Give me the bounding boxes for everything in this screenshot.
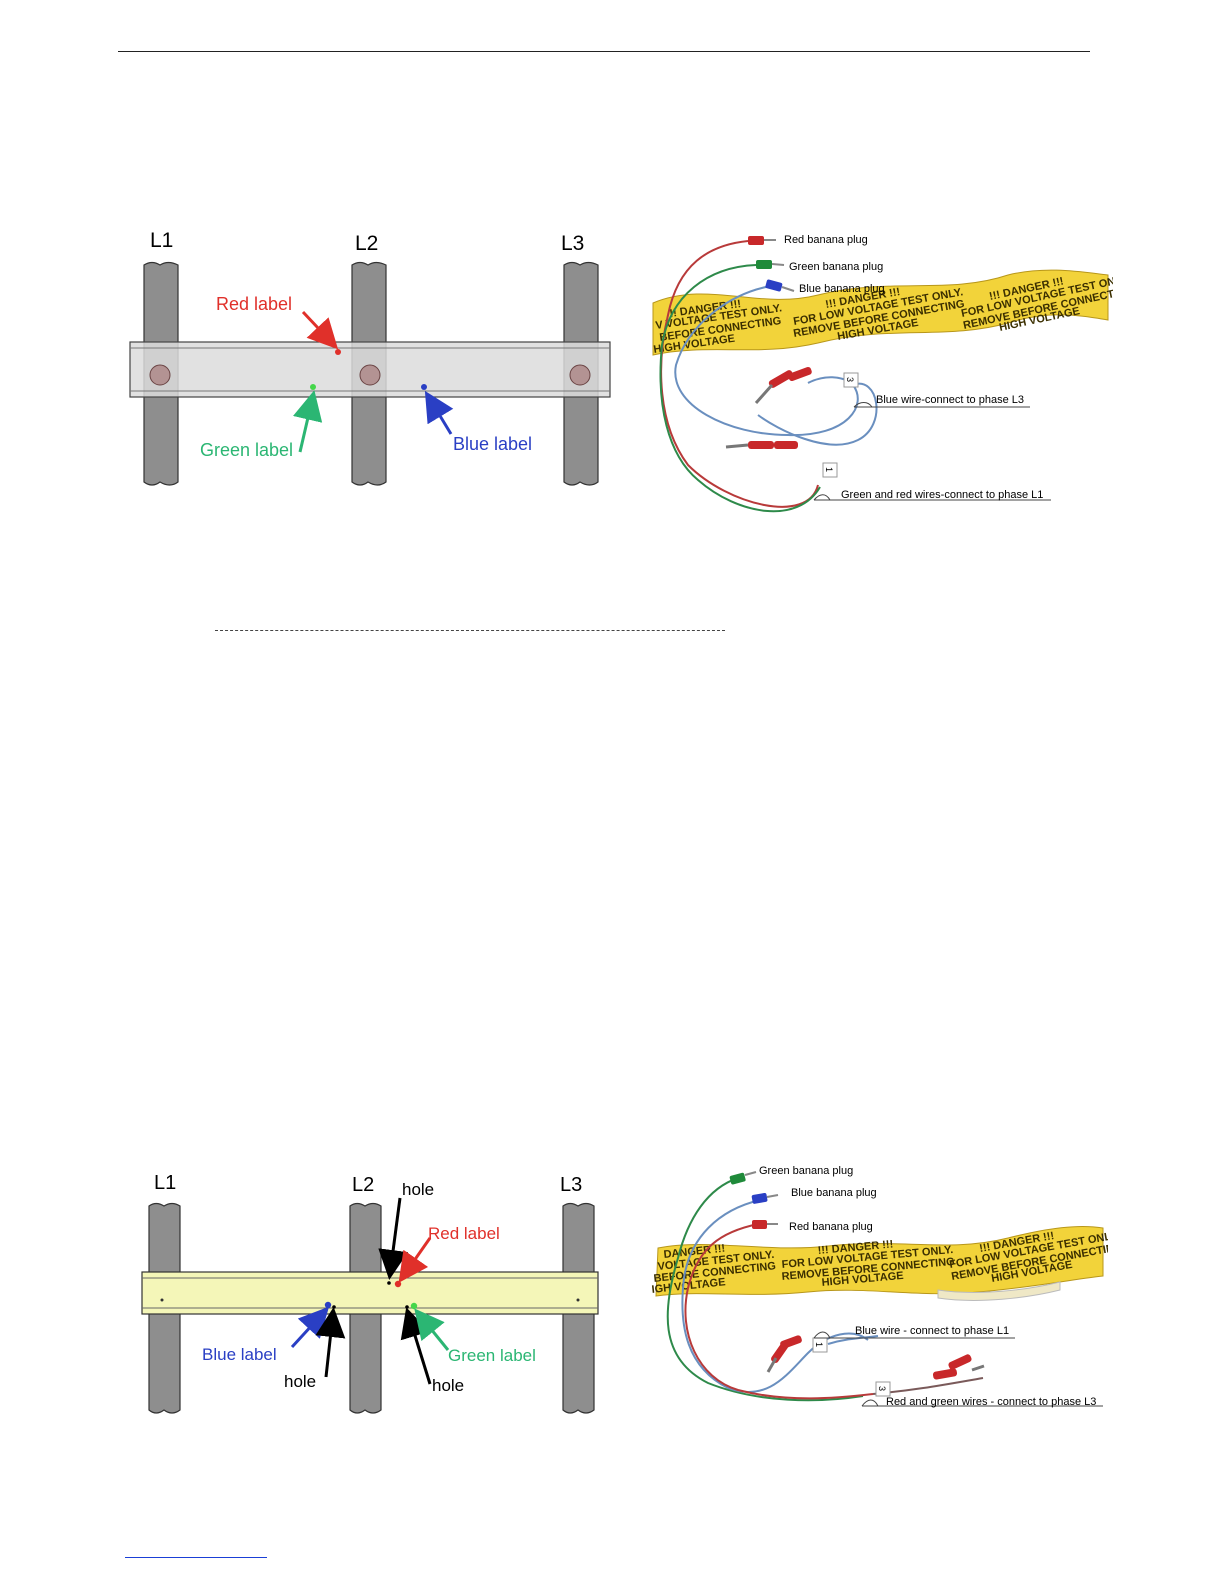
green-banana-plug-icon — [756, 260, 772, 269]
green-arrow — [292, 390, 323, 453]
blue-arrow — [424, 390, 454, 435]
alligator-clip-icon — [766, 1335, 802, 1373]
red-banana-plug-icon — [748, 236, 764, 245]
hole-label: hole — [432, 1376, 464, 1395]
wire-tag — [843, 372, 859, 388]
blue-banana-plug-icon — [765, 279, 783, 292]
phase-diagram-2: L1 L2 L3 hole Red label Blue label hole … — [141, 1172, 599, 1414]
phase-label-l1: L1 — [154, 1172, 176, 1194]
green-arrow — [414, 1308, 450, 1351]
alligator-clip-icon — [754, 366, 812, 404]
phase-diagram-1: L1 L2 L3 Red label Green label Blue labe… — [129, 229, 611, 486]
hole-dot — [387, 1281, 391, 1285]
hole-arrow — [400, 1307, 432, 1385]
phase-label-l2: L2 — [355, 232, 378, 255]
callout-green-plug: Green banana plug — [789, 261, 883, 273]
callout-red-green-wires: Red and green wires - connect to phase L… — [886, 1396, 1096, 1408]
hole-arrow — [315, 1307, 346, 1378]
footnote-rule — [125, 1557, 267, 1558]
green-label-text: Green label — [448, 1346, 536, 1365]
bolt-icon — [149, 364, 171, 386]
blue-arrow — [290, 1306, 330, 1349]
blue-banana-plug-icon — [751, 1192, 768, 1204]
green-label-dot — [310, 384, 316, 390]
blue-label-dot — [421, 384, 427, 390]
callout-blue-wire: Blue wire - connect to phase L1 — [855, 1325, 1009, 1337]
phase-label-l3: L3 — [561, 232, 584, 255]
alligator-clip-icon — [725, 441, 798, 449]
bolt-icon — [160, 1298, 164, 1302]
callout-red-plug: Red banana plug — [789, 1221, 873, 1233]
wire-tag-text: 1 — [814, 1342, 824, 1347]
wire-tag-text: 3 — [845, 377, 855, 382]
green-wire — [666, 1177, 864, 1402]
phase-label-l2: L2 — [352, 1174, 374, 1196]
section-divider — [215, 630, 725, 631]
green-banana-plug-icon — [729, 1172, 746, 1185]
callout-red-plug: Red banana plug — [784, 234, 868, 246]
wire-tag — [822, 462, 838, 478]
red-label-text: Red label — [216, 294, 292, 314]
bolt-icon — [569, 364, 591, 386]
wire-tag — [875, 1381, 891, 1397]
hole-arrow — [378, 1197, 409, 1280]
wire-tag-text: 3 — [877, 1386, 887, 1391]
alligator-clip-icon — [932, 1354, 985, 1380]
callout-green-plug: Green banana plug — [759, 1165, 853, 1177]
header-rule — [118, 51, 1090, 52]
wire-tag-text: 1 — [824, 467, 834, 472]
busbar-rail — [141, 1271, 599, 1315]
blue-label-text: Blue label — [453, 434, 532, 454]
callout-blue-plug: Blue banana plug — [791, 1187, 877, 1199]
red-label-text: Red label — [428, 1224, 500, 1243]
test-cable-photo-1: !! DANGER !!! V VOLTAGE TEST ONLY. BEFOR… — [652, 234, 1113, 513]
red-arrow — [398, 1237, 432, 1283]
red-label-dot — [394, 1280, 402, 1288]
callout-blue-wire: Blue wire-connect to phase L3 — [876, 394, 1024, 406]
green-wire — [659, 264, 821, 513]
green-label-text: Green label — [200, 440, 293, 460]
phase-label-l3: L3 — [560, 1174, 582, 1196]
red-wire — [684, 1223, 874, 1400]
blue-label-text: Blue label — [202, 1345, 277, 1364]
test-cable-photo-2: DANGER !!! VOLTAGE TEST ONLY. BEFORE CON… — [651, 1165, 1108, 1408]
hole-dot — [405, 1305, 409, 1309]
danger-tape — [655, 1226, 1104, 1297]
red-arrow — [301, 310, 339, 350]
danger-tape — [652, 269, 1109, 356]
phase-label-l1: L1 — [150, 229, 173, 252]
red-banana-plug-icon — [752, 1220, 767, 1229]
hole-dot — [332, 1305, 336, 1309]
callout-green-red-wires: Green and red wires-connect to phase L1 — [841, 489, 1043, 501]
green-label-dot — [410, 1302, 418, 1310]
callout-blue-plug: Blue banana plug — [799, 283, 885, 295]
bolt-icon — [359, 364, 381, 386]
hole-label: hole — [402, 1180, 434, 1199]
hole-label: hole — [284, 1372, 316, 1391]
red-wire — [660, 240, 819, 508]
red-label-dot — [335, 349, 341, 355]
bolt-icon — [576, 1298, 580, 1302]
blue-label-dot — [324, 1301, 332, 1309]
blue-wire-tail — [757, 382, 878, 446]
